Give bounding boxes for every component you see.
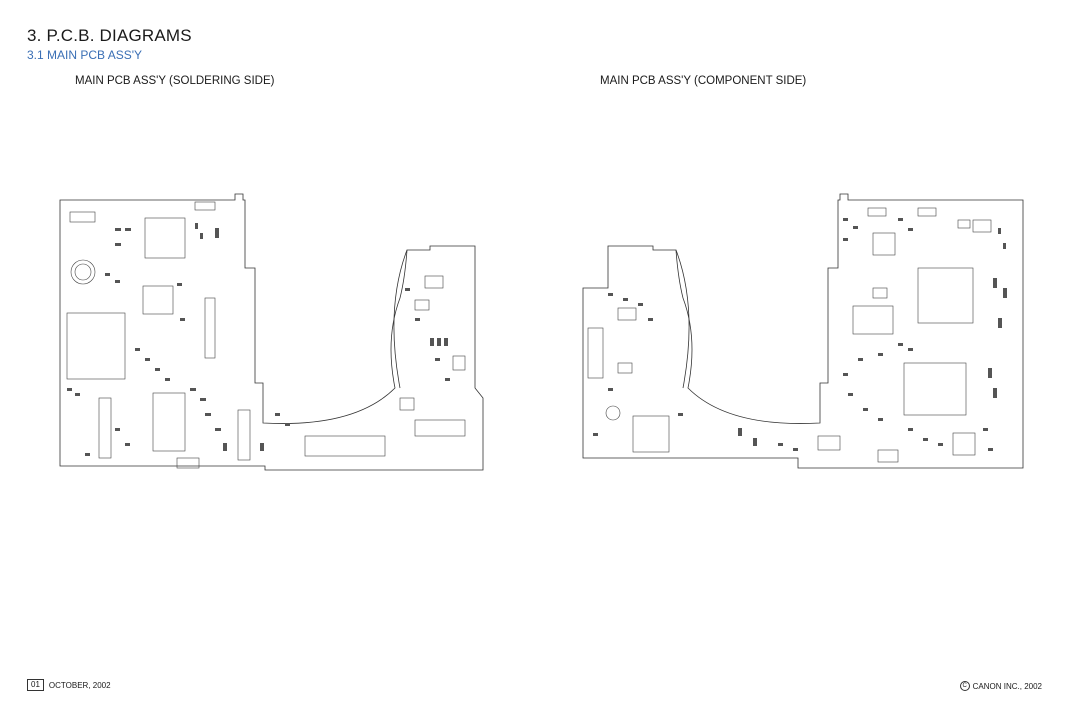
copyright-icon: C — [959, 681, 970, 691]
copyright-footer: C CANON INC., 2002 — [959, 681, 1042, 691]
revision-footer: 01 OCTOBER, 2002 — [27, 679, 111, 691]
component-side-caption: MAIN PCB ASS'Y (COMPONENT SIDE) — [600, 75, 807, 87]
page-title: 3. P.C.B. DIAGRAMS — [27, 26, 192, 45]
soldering-side-caption: MAIN PCB ASS'Y (SOLDERING SIDE) — [75, 75, 275, 87]
section-subtitle: 3.1 MAIN PCB ASS'Y — [27, 48, 143, 62]
copyright-text: CANON INC., 2002 — [972, 681, 1042, 691]
revision-number: 01 — [27, 679, 44, 691]
component-side-pcb-diagram — [582, 193, 1024, 469]
revision-date: OCTOBER, 2002 — [48, 680, 111, 690]
soldering-side-pcb-diagram — [59, 193, 484, 471]
